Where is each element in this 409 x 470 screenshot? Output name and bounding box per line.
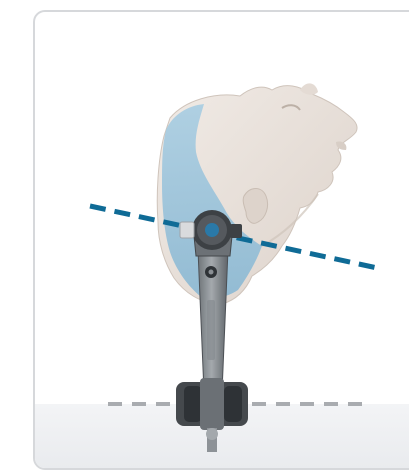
head-clamp-illustration: [0, 0, 409, 452]
head-model-icon: [157, 83, 357, 304]
